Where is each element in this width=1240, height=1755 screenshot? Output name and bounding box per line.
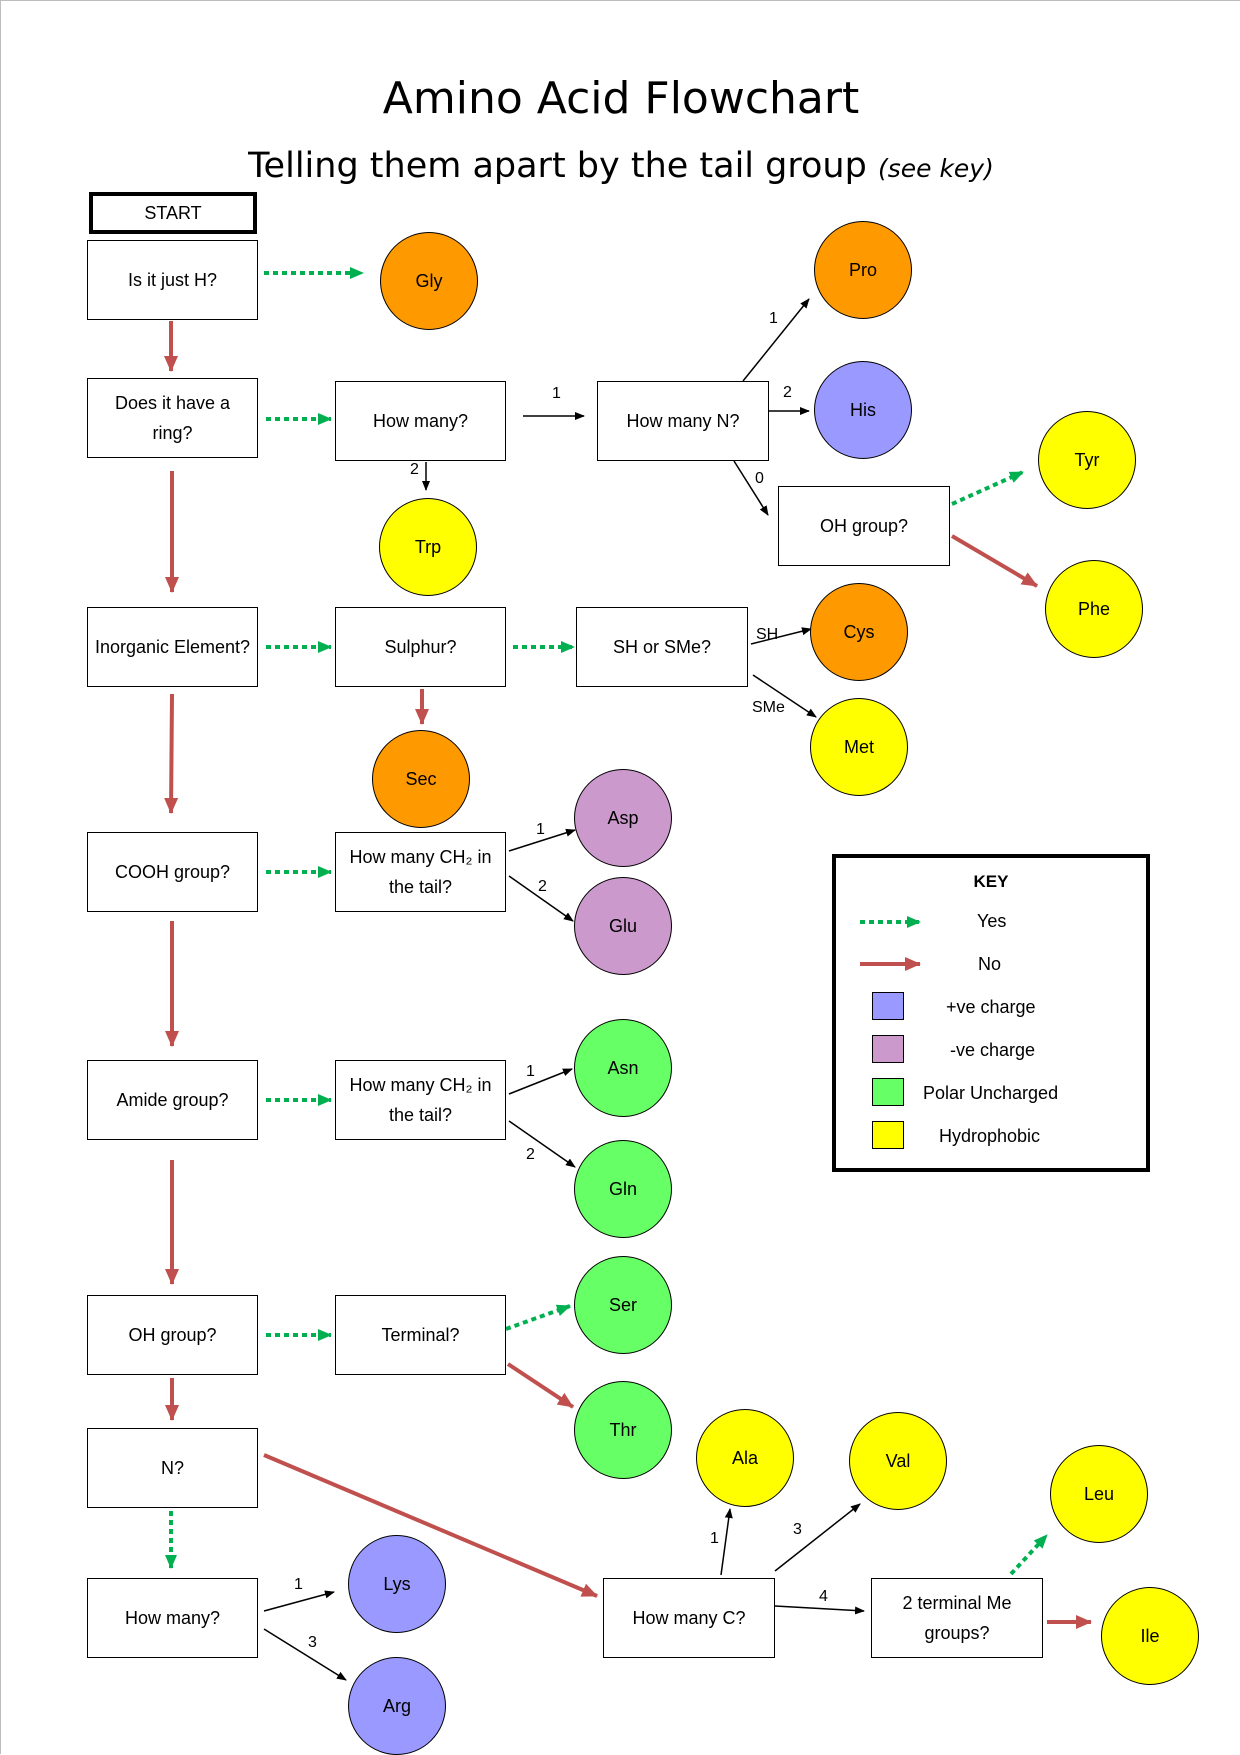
no-arrow-ring-oh: [950, 534, 1039, 588]
edge-label-amide-1: 1: [526, 1063, 535, 1080]
n-question-box: N?: [87, 1428, 258, 1508]
arrow-lys: [263, 1590, 335, 1612]
edge-label-ring-1: 1: [552, 385, 561, 402]
ala-circle: Ala: [696, 1409, 794, 1507]
gln-circle: Gln: [574, 1140, 672, 1238]
edge-label-c-3: 3: [793, 1521, 802, 1538]
yes-arrow-terminal-me: [1009, 1533, 1049, 1576]
his-circle: His: [814, 361, 912, 459]
amide-ch2-box: How many CH₂ in the tail?: [335, 1060, 506, 1140]
asp-circle: Asp: [574, 769, 672, 867]
terminal-me-box: 2 terminal Me groups?: [871, 1578, 1043, 1658]
arg-circle: Arg: [348, 1657, 446, 1755]
edge-label-n-2: 2: [783, 384, 792, 401]
arrow-amide-2: [508, 1120, 576, 1168]
legend-positive-swatch: [872, 992, 904, 1020]
arrow-c-4: [774, 1605, 865, 1615]
edge-label-lys-1: 1: [294, 1576, 303, 1593]
amide-box: Amide group?: [87, 1060, 258, 1140]
yes-arrow-ring-oh: [951, 470, 1024, 506]
inorganic-box: Inorganic Element?: [87, 607, 258, 687]
legend-yes-label: Yes: [977, 911, 1007, 931]
page-title: Amino Acid Flowchart: [382, 73, 860, 124]
how-many-c-box: How many C?: [603, 1578, 775, 1658]
arrow-arg: [263, 1628, 347, 1681]
legend-arrow-samples: [860, 916, 921, 928]
val-circle: Val: [849, 1412, 947, 1510]
ring-box: Does it have a ring?: [87, 378, 258, 458]
oh-group-box: OH group?: [87, 1295, 258, 1375]
arrow-cooh-1: [508, 828, 576, 852]
arrow-n-0: [733, 460, 769, 516]
no-arrow-terminal: [506, 1362, 575, 1409]
edge-label-n-0: 0: [755, 470, 764, 487]
pro-circle: Pro: [814, 221, 912, 319]
arrow-amide-1: [508, 1068, 573, 1095]
legend-hydrophobic-label: Hydrophobic: [939, 1126, 1041, 1146]
legend-polar-swatch: [872, 1078, 904, 1106]
legend-negative-label: -ve charge: [950, 1040, 1036, 1060]
terminal-box: Terminal?: [335, 1295, 506, 1375]
subtitle-note: (see key): [877, 154, 994, 183]
ring-oh-group-box: OH group?: [778, 486, 950, 566]
thr-circle: Thr: [574, 1381, 672, 1479]
sh-or-sme-box: SH or SMe?: [576, 607, 748, 687]
edge-label-n-1: 1: [769, 310, 778, 327]
ring-how-many-box: How many?: [335, 381, 506, 461]
legend-no-sample: [860, 957, 921, 971]
trp-circle: Trp: [379, 498, 477, 596]
arrow-c-3: [774, 1503, 861, 1572]
just-h-box: Is it just H?: [87, 240, 258, 320]
gly-circle: Gly: [380, 232, 478, 330]
edge-label-ring-2: 2: [410, 461, 419, 478]
legend-negative-swatch: [872, 1035, 904, 1063]
arrow-sme: [752, 674, 817, 718]
start-box: START: [89, 192, 257, 234]
glu-circle: Glu: [574, 877, 672, 975]
lys-circle: Lys: [348, 1535, 446, 1633]
no-arrow-n: [263, 1453, 598, 1598]
leu-circle: Leu: [1050, 1445, 1148, 1543]
ile-circle: Ile: [1101, 1587, 1199, 1685]
legend-title: KEY: [973, 872, 1009, 891]
tyr-circle: Tyr: [1038, 411, 1136, 509]
cys-circle: Cys: [810, 583, 908, 681]
yes-arrow-terminal: [505, 1304, 571, 1331]
n-how-many-box: How many?: [87, 1578, 258, 1658]
no-arrow-inorganic: [164, 693, 179, 814]
arrow-cooh-2: [508, 875, 574, 922]
phe-circle: Phe: [1045, 560, 1143, 658]
sulphur-box: Sulphur?: [335, 607, 506, 687]
ser-circle: Ser: [574, 1256, 672, 1354]
asn-circle: Asn: [574, 1019, 672, 1117]
legend-hydrophobic-swatch: [872, 1121, 904, 1149]
arrow-sh: [750, 627, 812, 645]
edge-label-cooh-2: 2: [538, 878, 547, 895]
cooh-ch2-box: How many CH₂ in the tail?: [335, 832, 506, 912]
met-circle: Met: [810, 698, 908, 796]
edge-label-c-4: 4: [819, 1588, 828, 1605]
edge-label-c-1: 1: [710, 1530, 719, 1547]
edge-label-sme: SMe: [752, 699, 785, 716]
edge-label-cooh-1: 1: [536, 821, 545, 838]
arrow-c-1: [720, 1508, 733, 1576]
edge-label-arg-3: 3: [308, 1634, 317, 1651]
legend-positive-label: +ve charge: [946, 997, 1036, 1017]
arrow-n-1: [742, 298, 810, 382]
legend-key: KEY Yes No +ve charge -ve charge Polar U…: [832, 854, 1150, 1172]
how-many-n-box: How many N?: [597, 381, 769, 461]
legend-no-label: No: [978, 954, 1002, 974]
legend-polar-label: Polar Uncharged: [923, 1083, 1059, 1103]
edge-label-sh: SH: [756, 626, 779, 643]
cooh-box: COOH group?: [87, 832, 258, 912]
edge-label-amide-2: 2: [526, 1146, 535, 1163]
page-subtitle: Telling them apart by the tail group (se…: [1, 146, 1240, 186]
subtitle-text: Telling them apart by the tail group: [248, 146, 867, 186]
sec-circle: Sec: [372, 730, 470, 828]
